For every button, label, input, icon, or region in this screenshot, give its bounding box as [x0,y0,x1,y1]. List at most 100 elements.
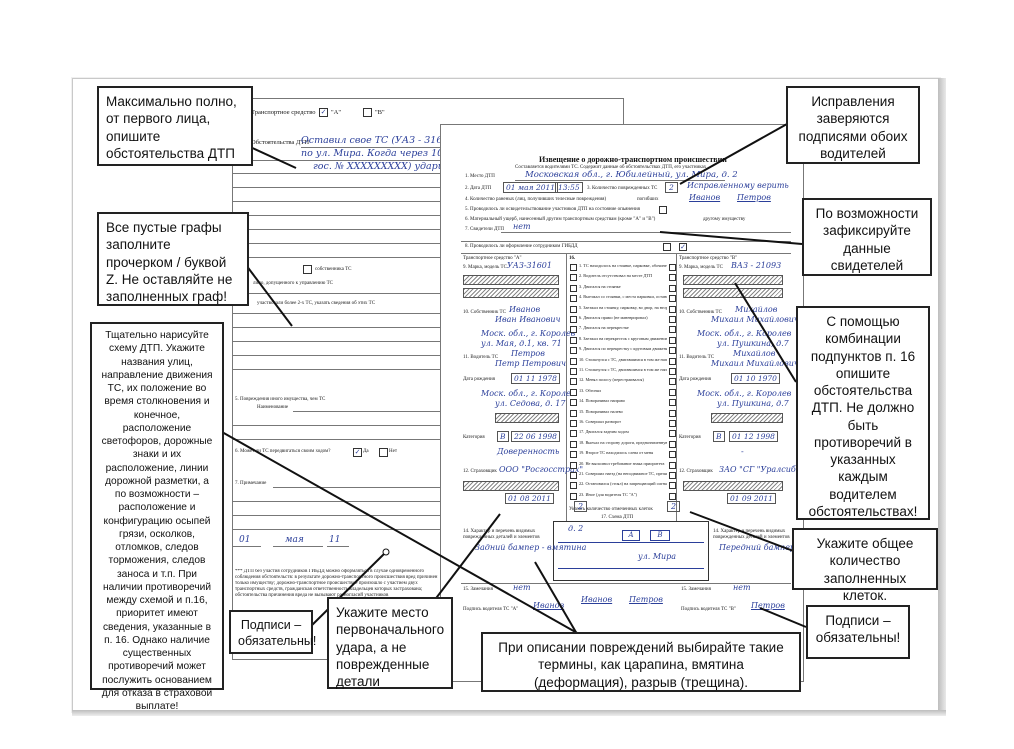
callout-impact-place: Укажите место первоначального удара, а н… [327,597,453,689]
front-correction-sig-a: Иванов [689,193,721,202]
front-place-label: 1. Место ДТП [465,174,495,179]
front-owner-b-name: Михаил Михайлович [711,315,799,324]
back-owner-check [303,265,312,274]
circ-check-a [570,399,577,407]
circ-check-a [570,316,577,323]
front-valid-b: 01 09 2011 [727,493,776,504]
circ-item: 23. Иное (для водителя ТС "А") [579,491,637,497]
front-cells-label: Указать количество отмеченных клеток [569,507,653,512]
circ-check-b [669,461,676,469]
circ-item: 16. Совершал разворот [579,419,622,424]
back-damage-other: 5. Повреждения иного имущества, чем ТС [235,397,326,402]
circ-check-a [570,347,577,355]
circ-item: 4. Выезжал со стоянки, с места парковки,… [579,294,667,300]
circ-item: 5. Заезжал на стоянку, парковку, во двор… [579,304,667,310]
front-owner-b: Михайлов [735,305,778,314]
circ-check-a [570,420,577,427]
front-correction-sig-b: Петров [737,193,771,202]
circ-item: 21. Совершил наезд (на неподвижное ТС, п… [579,471,667,476]
front-birth-label-a: Дата рождения [463,377,495,382]
circ-check-b [669,378,676,386]
circ-check-b [669,420,676,427]
callout-scheme: Тщательно нарисуйте схему ДТП. Укажите н… [90,322,224,712]
front-gibdd-yes [663,243,671,251]
front-title: Извещение о дорожно-транспортном происше… [539,155,727,164]
scheme-house: д. 2 [568,524,584,533]
slide-shadow-bottom [72,710,946,716]
front-witness-label: 7. Свидетели ДТП [465,227,505,232]
front-driver-addr-a: Моск. обл., г. Королев [481,389,576,398]
front-insurer-label-b: 12. Страховщик [679,469,713,474]
back-date-month: мая [285,535,304,545]
front-driver-a-name: Петр Петрович [495,359,566,368]
scheme-car-a: А [622,530,640,541]
line-witnesses [659,231,803,245]
back-name-label: Наименование [257,405,289,410]
circ-check-b [669,295,676,303]
circ-check-a [570,357,577,365]
front-cells-a: 2 [574,501,588,512]
front-joint-sig-a: Иванов [581,595,613,604]
front-count-value: 2 [665,182,678,193]
front-material-label: 6. Материальный ущерб, нанесенный другим… [465,217,656,222]
circ-check-a [570,284,577,292]
circ-check-b [669,284,676,292]
circ-item: 19. Второе ТС находилось слева от меня [579,450,654,456]
callout-signatures-left: Подписи – обязательны! [229,610,316,654]
circ-item: 9. Двигался по перекрестку с круговым дв… [579,346,667,352]
circ-check-a [570,472,577,479]
circ-header: 16. [569,256,576,261]
circ-item: 11. Столкнулся с ТС, двигавшимся в том ж… [579,367,667,372]
circ-check-a [570,326,577,334]
front-valid-a: 01 08 2011 [505,493,554,504]
circ-item: 12. Менял полосу (перестраивался) [579,377,644,383]
front-make-label-b: 9. Марка, модель ТС [679,265,723,270]
back-owner-label: собственника ТС [315,267,352,272]
back-vehicle-b: "В" [375,109,385,116]
front-date-label: 2. Дата ДТП [465,186,492,191]
front-owner-a: Иванов [509,305,541,314]
front-driver-label-a: 11. Водитель ТС [463,355,499,360]
back-date-day: 01 [239,535,251,545]
accident-scheme: д. 2 А В ул. Мира [553,521,709,581]
front-addr-b2: ул. Пушкина, д.7 [717,339,789,348]
circ-check-b [669,492,676,500]
circ-item: 20. Не выполнил требование знака приорит… [579,460,665,466]
front-birth-label-b: Дата рождения [679,377,711,382]
front-birth-a: 01 11 1978 [511,373,560,384]
circ-item: 17. Двигался задним ходом [579,429,629,435]
circ-check-b [669,326,676,334]
circ-check-b [669,274,676,282]
back-hand-line-3: гос. № XXXXXXXXX) ударило мой авт [313,161,502,172]
front-addr-a2: ул. Мая, д.1, кв. 71 [481,339,562,348]
front-doc-b: - [741,447,744,456]
front-remarks-label-a: 15. Замечания [463,587,493,592]
circ-check-b [669,316,676,323]
front-injured-label: 4. Количество раненых (лиц, получивших т… [465,197,607,202]
line-signatures-right [759,607,807,628]
front-driver-b: Михайлов [733,349,776,358]
front-make-label-a: 9. Марка, модель ТС [463,265,507,270]
back-date-year: 11 [329,535,341,545]
circ-check-a [570,264,577,271]
line-scheme [221,431,587,639]
circ-check-b [669,409,676,417]
front-license-date-b: 01 12 1998 [729,431,778,442]
line-cells-count [689,511,797,553]
circ-item: 13. Обгонял [579,387,601,393]
front-gibdd-no: ✓ [679,243,687,251]
circ-check-b [669,451,676,459]
back-circumstances-label: Обстоятельства ДТП [251,139,310,146]
callout-damage-terms: При описании повреждений выбирайте такие… [481,632,801,692]
circ-check-a [570,440,577,448]
back-driver-label: лицо, допущенного к управлению ТС [253,281,333,286]
circ-item: 14. Поворачивал направо [579,398,625,404]
front-damage-a: Задний бампер - вмятина [475,543,587,552]
circ-item: 15. Поворачивал налево [579,408,623,414]
circ-item: 2. Водитель отсутствовал на месте ДТП [579,273,653,279]
front-make-a: УАЗ-31601 [507,261,552,270]
line-signatures-left [304,551,387,633]
front-cells-b: 2 [667,501,681,512]
circ-check-b [669,482,676,490]
